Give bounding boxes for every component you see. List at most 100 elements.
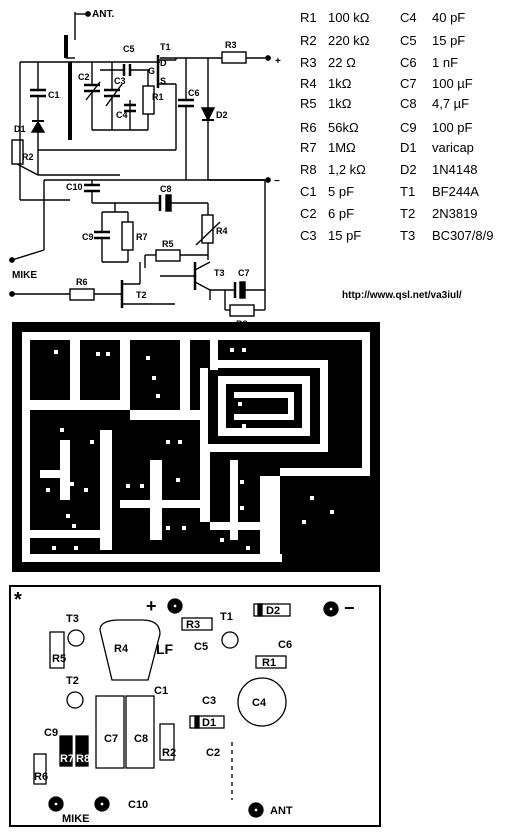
part-value: BF244A (432, 184, 479, 199)
part-ref: C5 (400, 33, 417, 48)
part-ref: D1 (400, 140, 417, 155)
label-c10: C10 (66, 182, 83, 192)
layout-label-d1: D1 (202, 717, 216, 729)
layout-label-r2: R2 (162, 747, 176, 759)
part-value: 56kΩ (328, 120, 359, 135)
label-r3: R3 (225, 40, 237, 50)
layout-mike: MIKE (62, 813, 90, 825)
layout-label-r1: R1 (262, 657, 276, 669)
label-minus: − (274, 176, 280, 187)
part-ref: D2 (400, 162, 417, 177)
layout-label-r7: R7 (60, 753, 74, 765)
layout-label-c2: C2 (206, 747, 220, 759)
label-c2: C2 (78, 72, 90, 82)
part-ref: C7 (400, 76, 417, 91)
layout-label-t2: T2 (66, 675, 79, 687)
parts-list-right: C4 40 pF C5 15 pF C6 1 nF C7 100 µF C8 4… (400, 10, 493, 243)
part-ref: C8 (400, 96, 417, 111)
layout-label-r4: R4 (114, 643, 129, 655)
part-value: 15 pF (328, 228, 361, 243)
part-value: 1N4148 (432, 162, 478, 177)
label-c7: C7 (238, 268, 250, 278)
part-ref: C6 (400, 55, 417, 70)
part-value: 1,2 kΩ (328, 162, 366, 177)
parts-list: R1 100 kΩ R2 220 kΩ R3 22 Ω R4 1kΩ R5 1k… (300, 10, 493, 243)
layout-label-t3: T3 (66, 613, 79, 625)
part-value: 100 pF (432, 120, 473, 135)
pcb-component-layout: * + − LF MIKE ANT (9, 585, 381, 827)
layout-label-r8: R8 (76, 753, 90, 765)
part-value: 1kΩ (328, 96, 352, 111)
layout-label-c7: C7 (104, 733, 118, 745)
layout-label-c8: C8 (134, 733, 148, 745)
part-value: 100 µF (432, 76, 473, 91)
part-value: 1kΩ (328, 76, 352, 91)
label-r2: R2 (22, 152, 34, 162)
part-ref: T3 (400, 228, 415, 243)
layout-star: * (14, 589, 22, 611)
label-r5: R5 (162, 239, 174, 249)
part-ref: C1 (300, 184, 317, 199)
label-t3: T3 (214, 268, 225, 278)
label-c5: C5 (123, 44, 135, 54)
layout-minus: − (344, 598, 355, 618)
label-r7: R7 (136, 232, 148, 242)
label-c4: C4 (116, 110, 128, 120)
layout-label-t1: T1 (220, 611, 233, 623)
layout-label-d2: D2 (266, 605, 280, 617)
part-ref: R2 (300, 33, 317, 48)
part-ref: R8 (300, 162, 317, 177)
part-ref: C3 (300, 228, 317, 243)
part-ref: R1 (300, 10, 317, 25)
label-c1: C1 (48, 90, 60, 100)
part-value: 40 pF (432, 10, 465, 25)
label-r1: R1 (152, 92, 164, 102)
layout-label-c3: C3 (202, 695, 216, 707)
layout-label-c5: C5 (194, 641, 208, 653)
layout-label-c10: C10 (128, 799, 148, 811)
part-ref: T2 (400, 206, 415, 221)
part-ref: C4 (400, 10, 417, 25)
label-ant: ANT. (92, 9, 114, 20)
part-ref: R7 (300, 140, 317, 155)
layout-labels: T3 T1 T2 R4 R3 R1 D2 D1 C4 C5 C6 C3 C1 C… (34, 605, 292, 811)
layout-ant: ANT (270, 805, 293, 817)
label-r4: R4 (216, 226, 228, 236)
pcb-drill-holes (46, 348, 334, 550)
pcb-copper-layout (12, 322, 380, 572)
part-value: varicap (432, 140, 474, 155)
label-c6: C6 (188, 88, 200, 98)
part-ref: C9 (400, 120, 417, 135)
layout-plus: + (146, 596, 157, 616)
label-d1: D1 (14, 124, 26, 134)
label-c3: C3 (114, 76, 126, 86)
part-ref: C2 (300, 206, 317, 221)
layout-label-r5: R5 (52, 653, 66, 665)
label-pin-s: S (160, 76, 166, 86)
part-value: 2N3819 (432, 206, 478, 221)
layout-label-c1: C1 (154, 685, 168, 697)
label-pin-d: D (160, 58, 167, 68)
part-value: 4,7 µF (432, 96, 469, 111)
label-plus: + (275, 56, 281, 67)
part-value: 1 nF (432, 55, 458, 70)
part-value: 1MΩ (328, 140, 356, 155)
label-mike: MIKE (12, 270, 37, 281)
part-ref: R3 (300, 55, 317, 70)
part-ref: T1 (400, 184, 415, 199)
part-value: 220 kΩ (328, 33, 370, 48)
layout-label-c4: C4 (252, 697, 267, 709)
part-ref: R4 (300, 76, 317, 91)
label-d2: D2 (216, 110, 228, 120)
part-value: 15 pF (432, 33, 465, 48)
layout-label-r6: R6 (34, 771, 48, 783)
label-r6: R6 (76, 277, 88, 287)
source-url: http://www.qsl.net/va3iul/ (342, 290, 462, 301)
layout-label-c6: C6 (278, 639, 292, 651)
part-value: 22 Ω (328, 55, 356, 70)
layout-label-r3: R3 (186, 619, 200, 631)
part-ref: R5 (300, 96, 317, 111)
label-c9: C9 (82, 232, 94, 242)
